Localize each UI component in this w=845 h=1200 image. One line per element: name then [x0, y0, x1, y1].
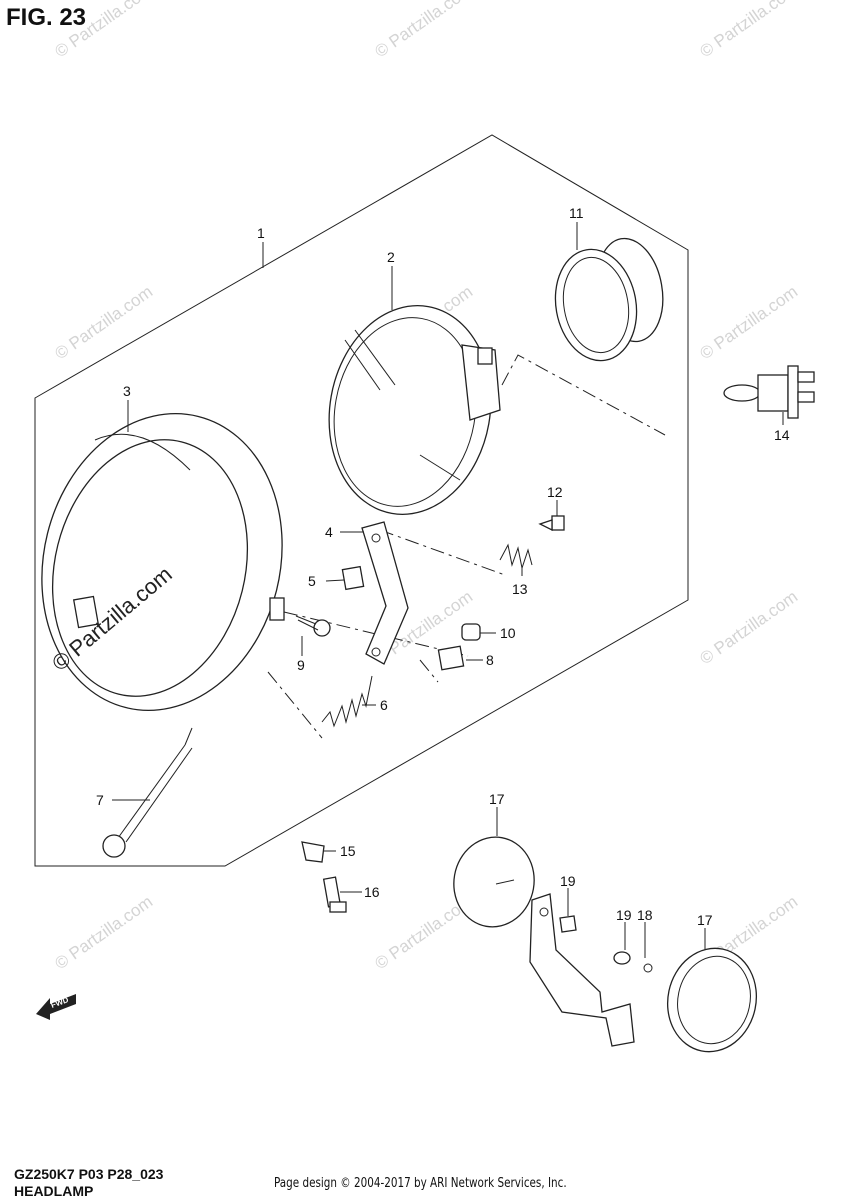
callout-3: 3: [123, 383, 131, 399]
watermark: © Partzilla.com: [696, 282, 801, 363]
reflector-left: [453, 836, 535, 928]
headlamp-housing: [41, 413, 285, 711]
callout-11: 11: [569, 205, 584, 221]
callout-10: 10: [500, 625, 516, 641]
watermark: © Partzilla.com: [696, 587, 801, 668]
headlamp-bulb: [723, 365, 815, 419]
assembly-line: [267, 671, 323, 739]
fwd-arrow-icon: FWD: [36, 994, 76, 1020]
section-name: HEADLAMP: [14, 1183, 94, 1199]
callout-9: 9: [297, 657, 305, 673]
nut-8: [437, 645, 465, 671]
callout-labels: 1 2 3 4 5 6 7 8 9 10 11 12 13 14 15 16 1…: [96, 205, 790, 928]
watermark: © Partzilla.com: [371, 0, 476, 61]
leader-lines: [112, 222, 784, 958]
nut-15: [301, 841, 325, 863]
callout-7: 7: [96, 792, 104, 808]
watermark: © Partzilla.com: [51, 0, 156, 61]
assembly-outline: [34, 134, 689, 867]
callout-17b: 17: [697, 912, 713, 928]
callout-19a: 19: [560, 873, 576, 889]
callout-13: 13: [512, 581, 528, 597]
watermark: © Partzilla.com: [51, 892, 156, 973]
callout-18: 18: [637, 907, 653, 923]
callout-1: 1: [257, 225, 265, 241]
callout-16: 16: [364, 884, 380, 900]
assembly-line: [379, 529, 506, 576]
callout-8: 8: [486, 652, 494, 668]
callout-4: 4: [325, 524, 333, 540]
headlamp-lens-unit: [328, 305, 501, 515]
mount-screw: [295, 615, 331, 637]
callout-19b: 19: [616, 907, 632, 923]
watermark: © Partzilla.com: [696, 0, 801, 61]
cushion-10: [461, 623, 481, 641]
nut-19-right: [613, 951, 631, 965]
callout-17a: 17: [489, 791, 505, 807]
clip-nut: [341, 565, 365, 591]
adjust-screw: [538, 515, 565, 532]
reflector-right: [666, 947, 758, 1053]
page-credit: Page design © 2004-2017 by ARI Network S…: [274, 1176, 567, 1191]
assembly-line: [501, 354, 666, 436]
adjuster-bracket: [361, 521, 409, 665]
nut-19-left: [559, 915, 577, 933]
adjust-bolt: [102, 727, 193, 858]
callout-15: 15: [340, 843, 356, 859]
reflector-bracket: [529, 893, 635, 1047]
figure-caption: GZ250K7 P03 P28_023 HEADLAMP: [14, 1166, 163, 1200]
callout-14: 14: [774, 427, 790, 443]
socket-cover: [554, 237, 664, 362]
adjust-spring: [499, 543, 533, 570]
callout-2: 2: [387, 249, 395, 265]
spring-6: [321, 675, 373, 728]
watermark: © Partzilla.com: [51, 282, 156, 363]
figure-title: FIG. 23: [6, 4, 87, 31]
callout-12: 12: [547, 484, 563, 500]
bolt-16: [322, 876, 347, 913]
callout-5: 5: [308, 573, 316, 589]
callout-6: 6: [380, 697, 388, 713]
model-code: GZ250K7 P03 P28_023: [14, 1166, 164, 1182]
assembly-line: [419, 659, 439, 683]
